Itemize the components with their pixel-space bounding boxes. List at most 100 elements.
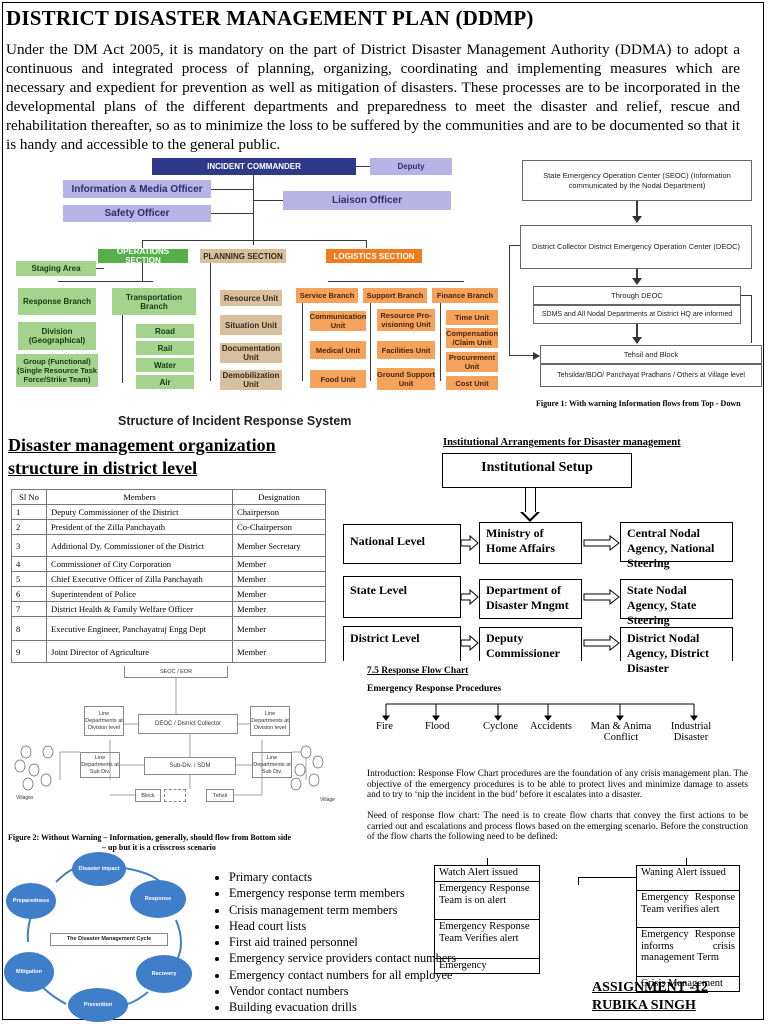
author-name: RUBIKA SINGH <box>592 998 696 1013</box>
medical-unit-box: Medical Unit <box>310 341 366 359</box>
operations-section-box: OPERATIONS SECTION <box>98 247 188 265</box>
figure2-caption-line2: – up but it is a crisscross scenario <box>102 843 216 852</box>
tehsil-block-box: Tehsil and Block <box>540 345 762 364</box>
list-item: First aid trained personnel <box>229 934 456 950</box>
watch-step: Emergency Response Team Verifies alert <box>435 920 539 959</box>
watch-step: Emergency Response Team is on alert <box>435 882 539 920</box>
contacts-list: Primary contacts Emergency response term… <box>213 869 456 1016</box>
situation-unit-box: Situation Unit <box>220 315 282 335</box>
deputy-commissioner-box: Deputy Commissioner <box>479 627 582 661</box>
response-node: Response <box>130 880 186 918</box>
intro-paragraph: Under the DM Act 2005, it is mandatory o… <box>6 41 740 153</box>
water-unit-box: Water <box>136 358 194 372</box>
tehsildar-box: Tehsildar/BDO/ Panchayat Pradhans / Othe… <box>540 364 762 387</box>
compensation-unit-box: Compensation /Claim Unit <box>445 328 499 348</box>
dashed-box <box>164 789 186 802</box>
district-collector-box: District Collector District Emergency Op… <box>520 225 752 269</box>
deoc-collector-box: DEOC / District Collector <box>138 714 238 734</box>
seoc-box: State Emergency Operation Center (SEOC) … <box>522 160 752 201</box>
cycle-title: The Disaster Management Cycle <box>50 933 168 946</box>
support-branch-box: Support Branch <box>363 288 427 303</box>
block-box: Block <box>135 789 161 802</box>
liaison-officer-box: Liaison Officer <box>283 191 451 210</box>
line-sub-left-box: Line Departments at Sub Div. <box>80 752 120 778</box>
national-level-box: National Level <box>343 524 461 564</box>
state-nodal-box: State Nodal Agency, State Steering <box>620 579 733 627</box>
mitigation-node: Mitigation <box>4 952 54 992</box>
list-item: Emergency contact numbers for all employ… <box>229 967 456 983</box>
cost-unit-box: Cost Unit <box>446 376 498 390</box>
institutional-setup-box: Institutional Setup <box>442 453 632 488</box>
demobilization-unit-box: Demobilization Unit <box>220 370 282 390</box>
sdms-box: SDMS and All Nodal Departments at Distri… <box>533 305 741 324</box>
rail-unit-box: Rail <box>136 341 194 355</box>
response-item: Flood <box>425 721 450 732</box>
warning-step: Waning Alert issued <box>637 866 739 891</box>
page-title: DISTRICT DISASTER MANAGEMENT PLAN (DDMP) <box>6 6 534 30</box>
response-title: 7.5 Response Flow Chart <box>367 666 469 676</box>
list-item: Primary contacts <box>229 869 456 885</box>
info-media-officer-box: Information & Media Officer <box>63 180 211 198</box>
department-box: Department of Disaster Mngmt <box>479 579 582 619</box>
figure1-caption: Figure 1: With warning Information flows… <box>536 399 741 408</box>
safety-officer-box: Safety Officer <box>63 205 211 222</box>
response-item: Man & Anima Conflict <box>590 721 652 743</box>
list-item: Crisis management term members <box>229 902 456 918</box>
resource-provisioning-unit-box: Resource Pro-visioning Unit <box>377 309 435 331</box>
air-unit-box: Air <box>136 375 194 389</box>
response-need-paragraph: Need of response flow chart: The need is… <box>367 811 748 843</box>
group-box: Group (Functional) (Single Resource Task… <box>16 354 98 387</box>
through-deoc-box: Through DEOC <box>533 286 741 305</box>
list-item: Emergency response term members <box>229 885 456 901</box>
figure2-caption: Figure 2: Without Warning – Information,… <box>8 833 291 853</box>
assignment-label: ASSIGNMENT -12 <box>592 980 709 995</box>
response-intro-paragraph: Introduction: Response Flow Chart proced… <box>367 769 748 801</box>
response-subtitle: Emergency Response Procedures <box>367 684 502 694</box>
resource-unit-box: Resource Unit <box>220 290 282 306</box>
road-unit-box: Road <box>136 324 194 338</box>
org-heading: Disaster management organization structu… <box>8 434 276 480</box>
finance-branch-box: Finance Branch <box>432 288 498 303</box>
line-sub-right-box: Line Departments at Sub Div. <box>252 752 292 778</box>
list-item: Vendor contact numbers <box>229 983 456 999</box>
villages-right-label: Village <box>320 797 335 803</box>
ics-caption: Structure of Incident Response System <box>118 414 352 428</box>
transportation-branch-box: Transportation Branch <box>112 288 196 315</box>
warning-step: Emergency Response Team verifies alert <box>637 891 739 928</box>
org-heading-line1: Disaster management organization <box>8 435 276 455</box>
central-nodal-box: Central Nodal Agency, National Steering <box>620 522 733 570</box>
list-item: Building evacuation drills <box>229 999 456 1015</box>
tehsil-box: Tehsil <box>206 789 234 802</box>
time-unit-box: Time Unit <box>446 310 498 325</box>
seoc-eor-box: SEOC / EOR <box>124 666 228 678</box>
subdiv-sdm-box: Sub-Div. / SDM <box>144 757 236 775</box>
procurement-unit-box: Procurement Unit <box>446 352 498 372</box>
watch-step: Emergency <box>439 960 487 971</box>
watch-alert-flow: Watch Alert issued Emergency Response Te… <box>434 865 540 974</box>
villages-left-label: Villages <box>16 795 34 801</box>
logistics-section-box: LOGISTICS SECTION <box>326 249 422 263</box>
staging-area-box: Staging Area <box>16 261 96 276</box>
figure2-caption-line1: Figure 2: Without Warning – Information,… <box>8 833 292 842</box>
prevention-node: Prevention <box>68 988 128 1022</box>
org-heading-line2: structure in district level <box>8 458 198 478</box>
watch-step: Watch Alert issued <box>435 866 539 882</box>
table-cell: 9 <box>11 640 47 663</box>
institutional-title: Institutional Arrangements for Disaster … <box>443 437 681 448</box>
warning-step: Crisis Management <box>641 978 723 989</box>
state-level-box: State Level <box>343 576 461 618</box>
line-div-right-box: Line Departments at Division level <box>250 706 290 736</box>
communication-unit-box: Communication Unit <box>309 311 367 331</box>
division-box: Division (Geographical) <box>18 322 96 350</box>
preparedness-node: Preparedness <box>6 883 56 919</box>
facilities-unit-box: Facilities Unit <box>377 341 435 359</box>
response-item: Industrial Disaster <box>670 721 712 743</box>
